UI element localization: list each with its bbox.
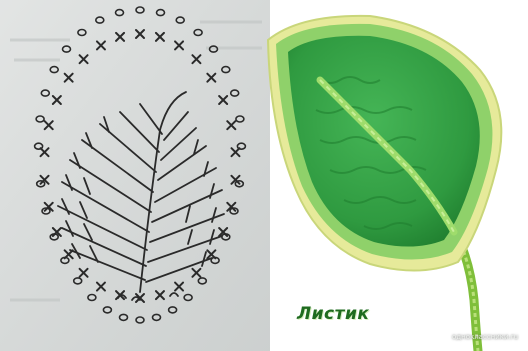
crochet-leaf-photo bbox=[268, 0, 528, 351]
crochet-chart-panel bbox=[0, 0, 270, 351]
leaf-caption: Листик bbox=[297, 304, 369, 324]
watermark: одноклассники.ru bbox=[452, 333, 518, 341]
